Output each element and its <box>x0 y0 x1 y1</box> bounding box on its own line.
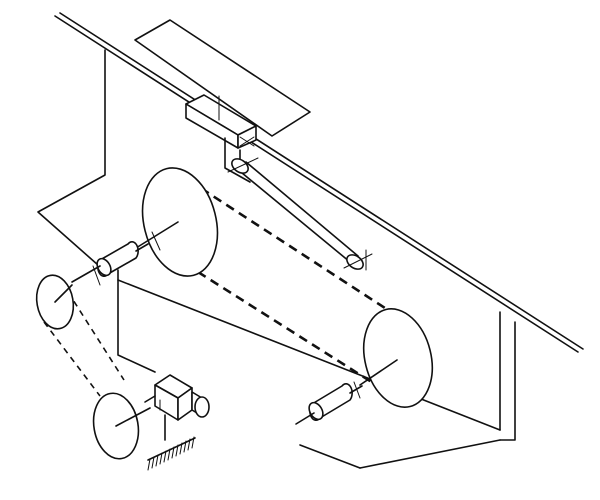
motor <box>144 374 210 421</box>
base-comb <box>147 414 196 471</box>
small-pulley-lower <box>92 392 151 460</box>
plate <box>134 19 311 137</box>
large-belt <box>175 170 401 402</box>
large-pulley-lower <box>359 308 434 408</box>
small-belt <box>43 291 125 397</box>
small-pulley-upper <box>35 274 75 330</box>
upper-bearing <box>71 241 149 286</box>
slider-block <box>185 94 257 149</box>
connecting-rod <box>227 157 373 271</box>
frame <box>37 49 516 469</box>
lower-bearing <box>295 381 363 425</box>
large-pulley-upper <box>135 167 219 277</box>
guide-rail <box>54 12 584 353</box>
